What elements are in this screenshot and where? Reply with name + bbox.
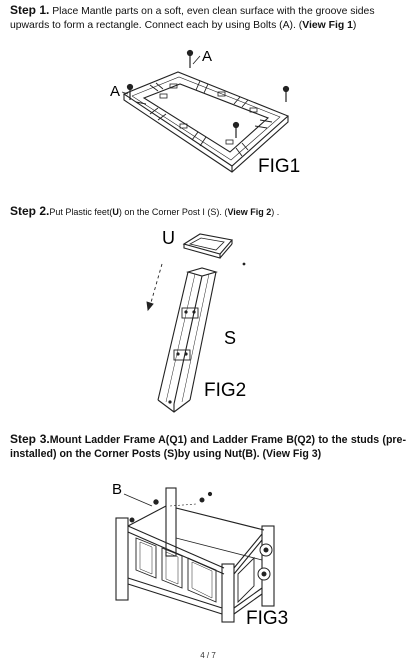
fig2-label: FIG2 — [204, 380, 246, 401]
corner-post-front — [221, 563, 235, 623]
fig3-illustration: B FIG3 — [112, 481, 288, 629]
fig2-callout-u: U — [162, 228, 175, 248]
step2-text1: Put Plastic feet( — [49, 207, 113, 217]
step1-ref: View Fig 1 — [302, 20, 353, 31]
corner-post-left — [115, 517, 129, 601]
step2-u: U — [112, 207, 119, 217]
fig2-callout-s: S — [224, 328, 236, 348]
step1-tail: ) — [352, 20, 357, 31]
step1-text: Place Mantle parts on a soft, even clean… — [10, 6, 375, 31]
corner-post-right — [261, 525, 275, 607]
fig2-illustration: U S FIG2 — [146, 228, 246, 413]
step2-tail: ) . — [271, 207, 280, 217]
fig1-illustration: A A FIG1 — [110, 48, 300, 177]
step2-instruction: Step 2.Put Plastic feet(U) on the Corner… — [10, 204, 406, 219]
fig3-callout-b: B — [112, 481, 122, 498]
step2-lead: Step 2. — [10, 204, 50, 218]
fig1-callout-a2: A — [110, 83, 120, 100]
step3-text: Mount Ladder Frame A(Q1) and Ladder Fram… — [10, 434, 406, 460]
mantle-inner-edge — [142, 83, 270, 153]
corner-post-rear — [165, 487, 177, 557]
fig1-label: FIG1 — [258, 156, 300, 177]
step3-lead: Step 3. — [10, 432, 50, 446]
step1-lead: Step 1. — [10, 3, 50, 17]
step1-instruction: Step 1. Place Mantle parts on a soft, ev… — [10, 3, 406, 33]
step3-instruction: Step 3.Mount Ladder Frame A(Q1) and Ladd… — [10, 432, 406, 461]
step2-ref: View Fig 2 — [227, 207, 272, 217]
corner-post — [185, 267, 219, 277]
mantle-outer-edge — [122, 71, 290, 167]
step2-text2: ) on the Corner Post I (S). ( — [118, 207, 228, 217]
fig1-callout-a1: A — [202, 48, 212, 65]
page-number: 4 / 7 — [200, 651, 216, 660]
fig3-label: FIG3 — [246, 608, 288, 629]
